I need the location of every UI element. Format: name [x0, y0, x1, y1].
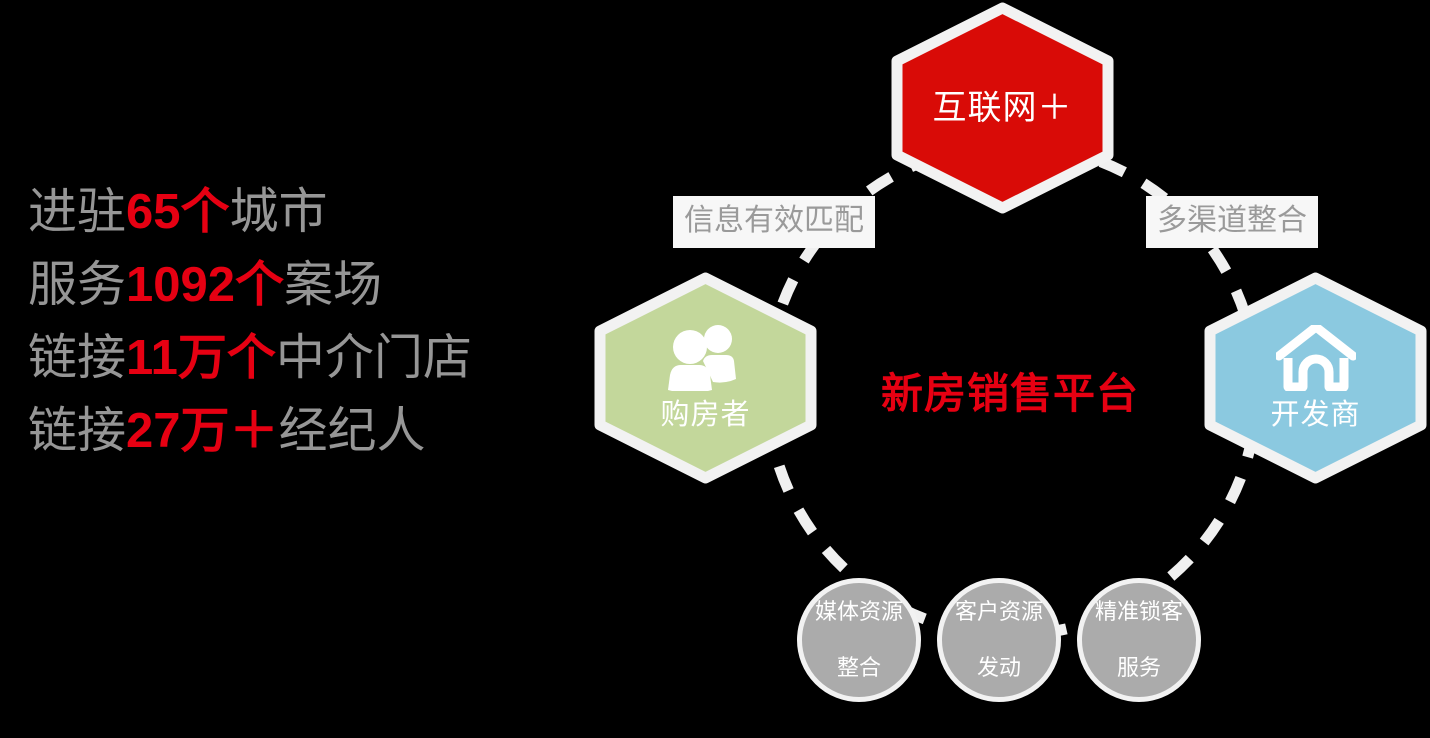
node-internet-plus[interactable]: 互联网＋ [885, 2, 1120, 214]
hexagon-shape-red [891, 2, 1114, 214]
stat-highlight: 11万个 [126, 331, 276, 385]
stat-suffix: 中介门店 [275, 331, 472, 385]
stat-suffix: 城市 [229, 185, 328, 239]
stat-line: 服务1092个案场 [28, 249, 548, 322]
stat-highlight: 65个 [126, 185, 230, 239]
service-circle-line2: 服务 [1116, 655, 1161, 680]
node-home-buyer[interactable]: 购房者 [588, 272, 823, 484]
service-circle-text: 客户资源发动 [949, 598, 1049, 682]
stat-highlight: 27万＋ [126, 404, 279, 458]
service-circle[interactable]: 媒体资源整合 [797, 578, 921, 702]
service-circle-line1: 媒体资源 [814, 599, 903, 624]
stat-prefix: 进驻 [28, 185, 127, 239]
service-circle-line1: 精准锁客 [1094, 599, 1183, 624]
hexagon-shape-green [594, 272, 817, 484]
service-circle-line2: 发动 [976, 655, 1021, 680]
stat-suffix: 案场 [284, 258, 383, 312]
connector-label-left: 信息有效匹配 [673, 196, 875, 248]
hexagon-shape-blue [1204, 272, 1427, 484]
service-circle-line2: 整合 [836, 655, 881, 680]
statistics-block: 进驻65个城市 服务1092个案场 链接11万个中介门店 链接27万＋经纪人 [28, 176, 548, 468]
node-developer[interactable]: 开发商 [1198, 272, 1430, 484]
service-circle[interactable]: 精准锁客服务 [1077, 578, 1201, 702]
stat-suffix: 经纪人 [278, 404, 426, 458]
service-circle-line1: 客户资源 [954, 599, 1043, 624]
stat-prefix: 服务 [28, 258, 127, 312]
cycle-diagram: 互联网＋ 购房者 [560, 0, 1430, 738]
service-circle-text: 精准锁客服务 [1089, 598, 1189, 682]
service-circle-text: 媒体资源整合 [809, 598, 909, 682]
connector-label-right: 多渠道整合 [1146, 196, 1318, 248]
stat-prefix: 链接 [28, 404, 127, 458]
stat-highlight: 1092个 [126, 258, 285, 312]
service-circle[interactable]: 客户资源发动 [937, 578, 1061, 702]
stat-line: 进驻65个城市 [28, 176, 548, 249]
center-title: 新房销售平台 [880, 370, 1139, 417]
stat-line: 链接11万个中介门店 [28, 322, 548, 395]
stat-line: 链接27万＋经纪人 [28, 395, 548, 468]
stat-prefix: 链接 [28, 331, 127, 385]
